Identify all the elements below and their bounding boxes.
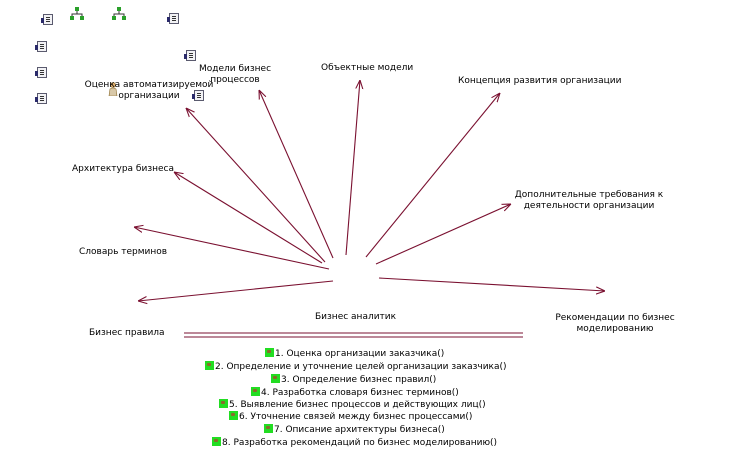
operation-5[interactable]: 5. Выявление бизнес процессов и действую… xyxy=(219,399,486,411)
operation-6[interactable]: 6. Уточнение связей между бизнес процесс… xyxy=(229,411,472,423)
target-object-models-line1: Объектные модели xyxy=(321,63,414,73)
target-process-models[interactable]: Модели бизнес процессов xyxy=(190,64,280,86)
arrow-to-business-rules xyxy=(138,280,334,301)
arrow-to-glossary xyxy=(134,227,330,270)
arrow-to-object-models xyxy=(345,80,360,256)
arrow-to-additional-requirements xyxy=(375,204,511,265)
target-additional-requirements-line1: Дополнительные требования к xyxy=(514,190,664,200)
document-icon[interactable] xyxy=(35,41,47,52)
arrow-to-development-concept xyxy=(365,93,500,258)
document-icon[interactable] xyxy=(41,14,53,25)
operation-icon xyxy=(264,424,273,433)
document-icon[interactable] xyxy=(35,67,47,78)
actor-icon xyxy=(108,82,118,96)
operation-1-label: 1. Оценка организации заказчика() xyxy=(275,349,445,359)
operation-1[interactable]: 1. Оценка организации заказчика() xyxy=(265,348,444,360)
operation-icon xyxy=(271,374,280,383)
document-icon[interactable] xyxy=(192,90,204,101)
target-business-rules[interactable]: Бизнес правила xyxy=(89,328,165,339)
target-process-models-line1: Модели бизнес xyxy=(198,64,272,74)
operation-7[interactable]: 7. Описание архитектуры бизнеса() xyxy=(264,424,445,436)
arrow-to-org-assessment xyxy=(186,108,326,263)
target-glossary-line1: Словарь терминов xyxy=(79,247,168,257)
operation-icon xyxy=(251,387,260,396)
target-additional-requirements-line2: деятельности организации xyxy=(523,201,655,211)
document-icon[interactable] xyxy=(184,50,196,61)
target-business-architecture-line1: Архитектура бизнеса xyxy=(72,164,174,174)
target-org-assessment-line2: организации xyxy=(118,91,180,101)
operation-icon xyxy=(229,411,238,420)
target-org-assessment-line1: Оценка автоматизируемой xyxy=(84,80,214,90)
arrow-to-recommendations xyxy=(378,277,605,291)
operation-7-label: 7. Описание архитектуры бизнеса() xyxy=(274,425,445,435)
target-glossary[interactable]: Словарь терминов xyxy=(79,247,167,258)
target-object-models[interactable]: Объектные модели xyxy=(321,63,413,74)
operation-icon xyxy=(265,348,274,357)
operation-icon xyxy=(212,437,221,446)
operation-5-label: 5. Выявление бизнес процессов и действую… xyxy=(229,400,486,410)
business-analyst-class-name[interactable]: Бизнес аналитик xyxy=(315,312,397,322)
operation-2-label: 2. Определение и уточнение целей организ… xyxy=(215,362,507,372)
operation-8-label: 8. Разработка рекомендаций по бизнес мод… xyxy=(222,438,498,448)
document-icon[interactable] xyxy=(35,93,47,104)
network-icon[interactable] xyxy=(70,7,84,20)
target-additional-requirements[interactable]: Дополнительные требования к деятельности… xyxy=(506,190,672,212)
target-business-rules-line1: Бизнес правила xyxy=(89,328,165,338)
target-development-concept[interactable]: Концепция развития организации xyxy=(458,76,621,87)
operation-2[interactable]: 2. Определение и уточнение целей организ… xyxy=(205,361,507,373)
arrow-to-business-architecture xyxy=(174,172,323,264)
document-icon[interactable] xyxy=(167,13,179,24)
target-recommendations-line1: Рекомендации по бизнес xyxy=(555,313,675,323)
network-icon[interactable] xyxy=(112,7,126,20)
operation-8[interactable]: 8. Разработка рекомендаций по бизнес мод… xyxy=(212,437,497,449)
operation-6-label: 6. Уточнение связей между бизнес процесс… xyxy=(239,412,473,422)
operation-4-label: 4. Разработка словаря бизнес терминов() xyxy=(261,388,459,398)
arrow-to-process-models xyxy=(259,90,334,259)
target-development-concept-line1: Концепция развития организации xyxy=(458,76,622,86)
operation-4[interactable]: 4. Разработка словаря бизнес терминов() xyxy=(251,387,459,399)
operation-3-label: 3. Определение бизнес правил() xyxy=(281,375,437,385)
target-recommendations[interactable]: Рекомендации по бизнес моделированию xyxy=(550,313,680,335)
target-process-models-line2: процессов xyxy=(210,75,260,85)
target-org-assessment[interactable]: Оценка автоматизируемой организации xyxy=(76,80,222,102)
target-recommendations-line2: моделированию xyxy=(576,324,654,334)
operation-3[interactable]: 3. Определение бизнес правил() xyxy=(271,374,436,386)
operation-icon xyxy=(219,399,228,408)
target-business-architecture[interactable]: Архитектура бизнеса xyxy=(72,164,174,175)
operation-icon xyxy=(205,361,214,370)
